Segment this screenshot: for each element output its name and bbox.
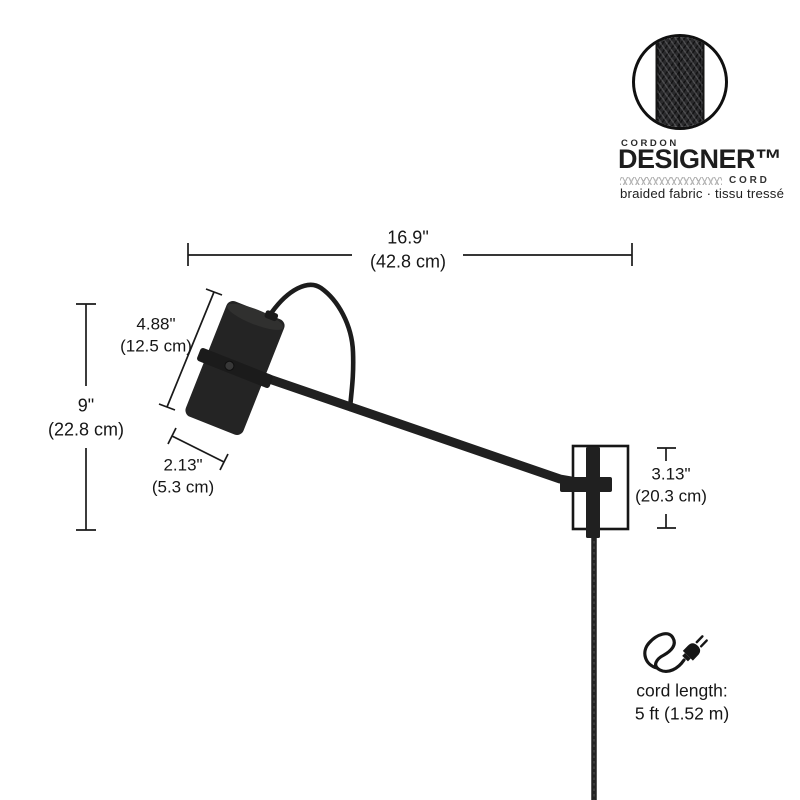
head-length-cm: (12.5 cm) (120, 337, 192, 356)
bracket-height-inches: 3.13" (651, 464, 691, 484)
cord-length-value: 5 ft (1.52 m) (634, 703, 730, 723)
brand-cordon-label: CORDON (621, 138, 679, 149)
brand-designer-wordmark: DESIGNER™ (618, 144, 782, 174)
plug-cord-squiggle (643, 632, 686, 673)
lamp-head-cord (269, 282, 356, 412)
plug-body (682, 643, 701, 661)
label-bracket-height: 3.13" (20.3 cm) (635, 464, 707, 509)
label-total-height: 9" (22.8 cm) (48, 394, 124, 442)
lamp-head-top-face (227, 303, 284, 330)
dim-line-bracket-height (657, 447, 676, 529)
dim-line-arm-reach (187, 243, 633, 266)
bracket-stem (586, 447, 600, 538)
arm-reach-cm: (42.8 cm) (369, 251, 447, 271)
lamp-head-cord-nub (264, 310, 279, 322)
dim-line-head-diameter (167, 427, 229, 471)
braided-cord-swatch (632, 34, 728, 130)
head-diameter-inches: 2.13" (163, 455, 203, 475)
brand-tagline: braided fabric · tissu tressé (620, 186, 785, 201)
brand-cord-row: CORD (620, 175, 770, 186)
lamp-head-clamp-ring (197, 348, 273, 388)
plug-prong-right (699, 639, 708, 648)
bracket-height-cm: (20.3 cm) (635, 487, 707, 506)
brand-cord-label: CORD (729, 175, 770, 186)
cord-length-note: cord length: 5 ft (1.52 m) (635, 679, 729, 725)
label-head-length: 4.88" (12.5 cm) (120, 314, 192, 359)
head-length-inches: 4.88" (136, 314, 176, 334)
dimension-lines (76, 243, 676, 531)
plug-icon (643, 632, 708, 673)
total-height-inches: 9" (77, 395, 95, 416)
swatch-circle (632, 34, 728, 130)
swing-arm (241, 366, 606, 491)
braid-pattern-rule (620, 176, 722, 185)
label-head-diameter: 2.13" (5.3 cm) (152, 455, 214, 500)
dim-line-total-height (76, 303, 96, 531)
braided-cord-texture (655, 37, 705, 127)
label-arm-reach: 16.9" (42.8 cm) (370, 226, 446, 274)
head-diameter-cm: (5.3 cm) (151, 478, 215, 497)
total-height-cm: (22.8 cm) (47, 419, 125, 439)
arm-reach-inches: 16.9" (387, 227, 429, 248)
plug-prong-left (695, 635, 704, 644)
cord-length-label: cord length: (636, 680, 728, 701)
clamp-screw-knob (224, 360, 235, 371)
lamp-head (185, 301, 285, 435)
dim-line-head-length (158, 288, 223, 411)
plug-neck (682, 652, 691, 662)
bracket-crossbar (560, 477, 612, 492)
